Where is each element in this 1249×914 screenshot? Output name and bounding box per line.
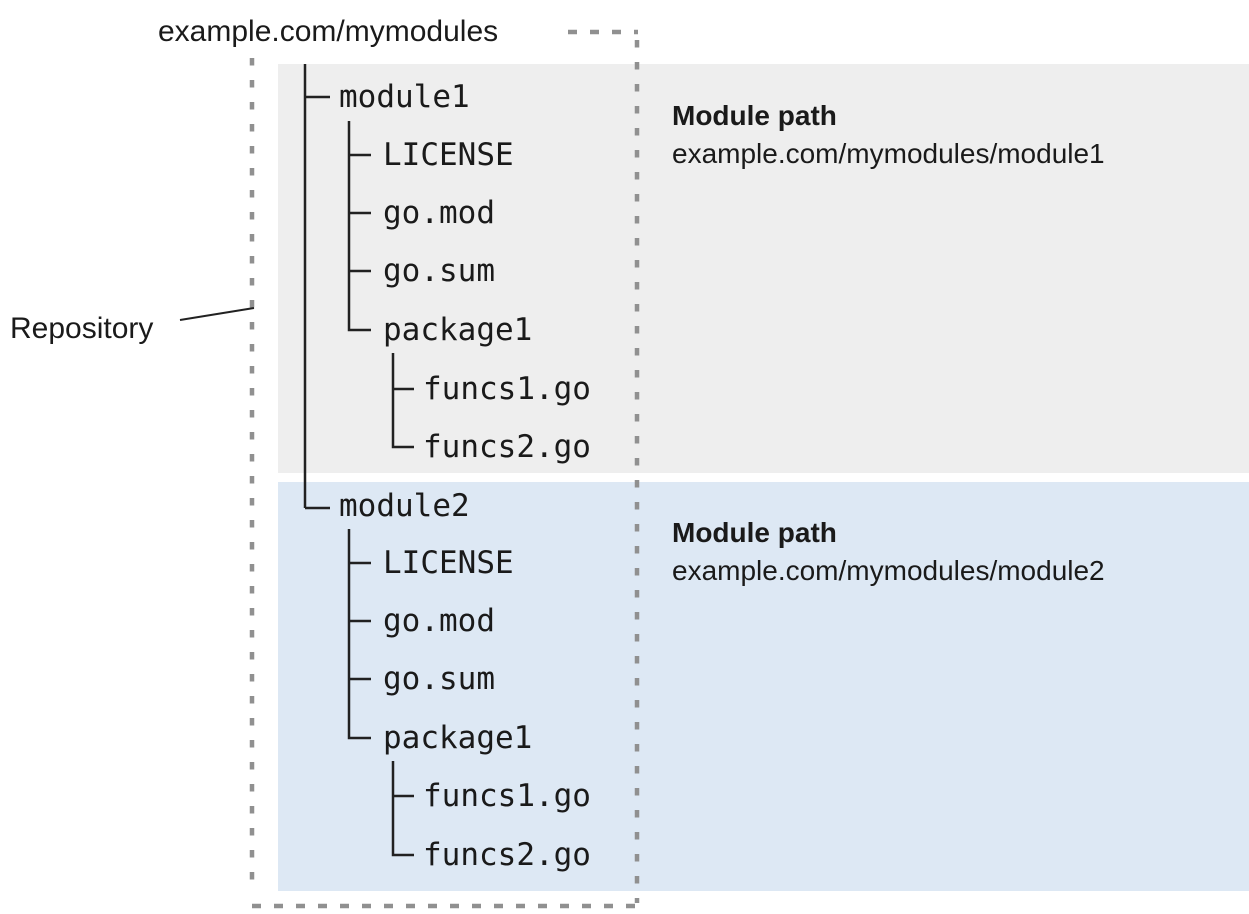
- module2-background-box: [278, 482, 1249, 891]
- module1-background-box: [278, 64, 1249, 473]
- tree-item-module2-gomod: go.mod: [383, 603, 495, 639]
- module2-path-title: Module path: [672, 517, 837, 548]
- tree-item-module2-gosum: go.sum: [383, 661, 495, 697]
- module2-path-value: example.com/mymodules/module2: [672, 555, 1105, 586]
- repository-root-path-label: example.com/mymodules: [158, 15, 499, 48]
- tree-item-module2-funcs1go: funcs1.go: [423, 778, 591, 814]
- module2-path-panel: Module path example.com/mymodules/module…: [672, 514, 1105, 590]
- tree-item-module1-license: LICENSE: [383, 137, 514, 173]
- repository-label: Repository: [10, 312, 154, 345]
- tree-item-module2-license: LICENSE: [383, 545, 514, 581]
- tree-item-module2-package1: package1: [383, 720, 533, 756]
- tree-item-module1-gomod: go.mod: [383, 195, 495, 231]
- tree-item-module1-funcs2go: funcs2.go: [423, 429, 591, 465]
- tree-item-module1-funcs1go: funcs1.go: [423, 371, 591, 407]
- repository-pointer-line: [179, 307, 255, 321]
- tree-item-module1: module1: [339, 79, 470, 115]
- tree-item-module2-funcs2go: funcs2.go: [423, 837, 591, 873]
- module1-path-value: example.com/mymodules/module1: [672, 138, 1105, 169]
- tree-item-module1-package1: package1: [383, 312, 533, 348]
- module1-path-title: Module path: [672, 100, 837, 131]
- tree-item-module2: module2: [339, 488, 470, 524]
- tree-item-module1-gosum: go.sum: [383, 253, 495, 289]
- module1-path-panel: Module path example.com/mymodules/module…: [672, 97, 1105, 173]
